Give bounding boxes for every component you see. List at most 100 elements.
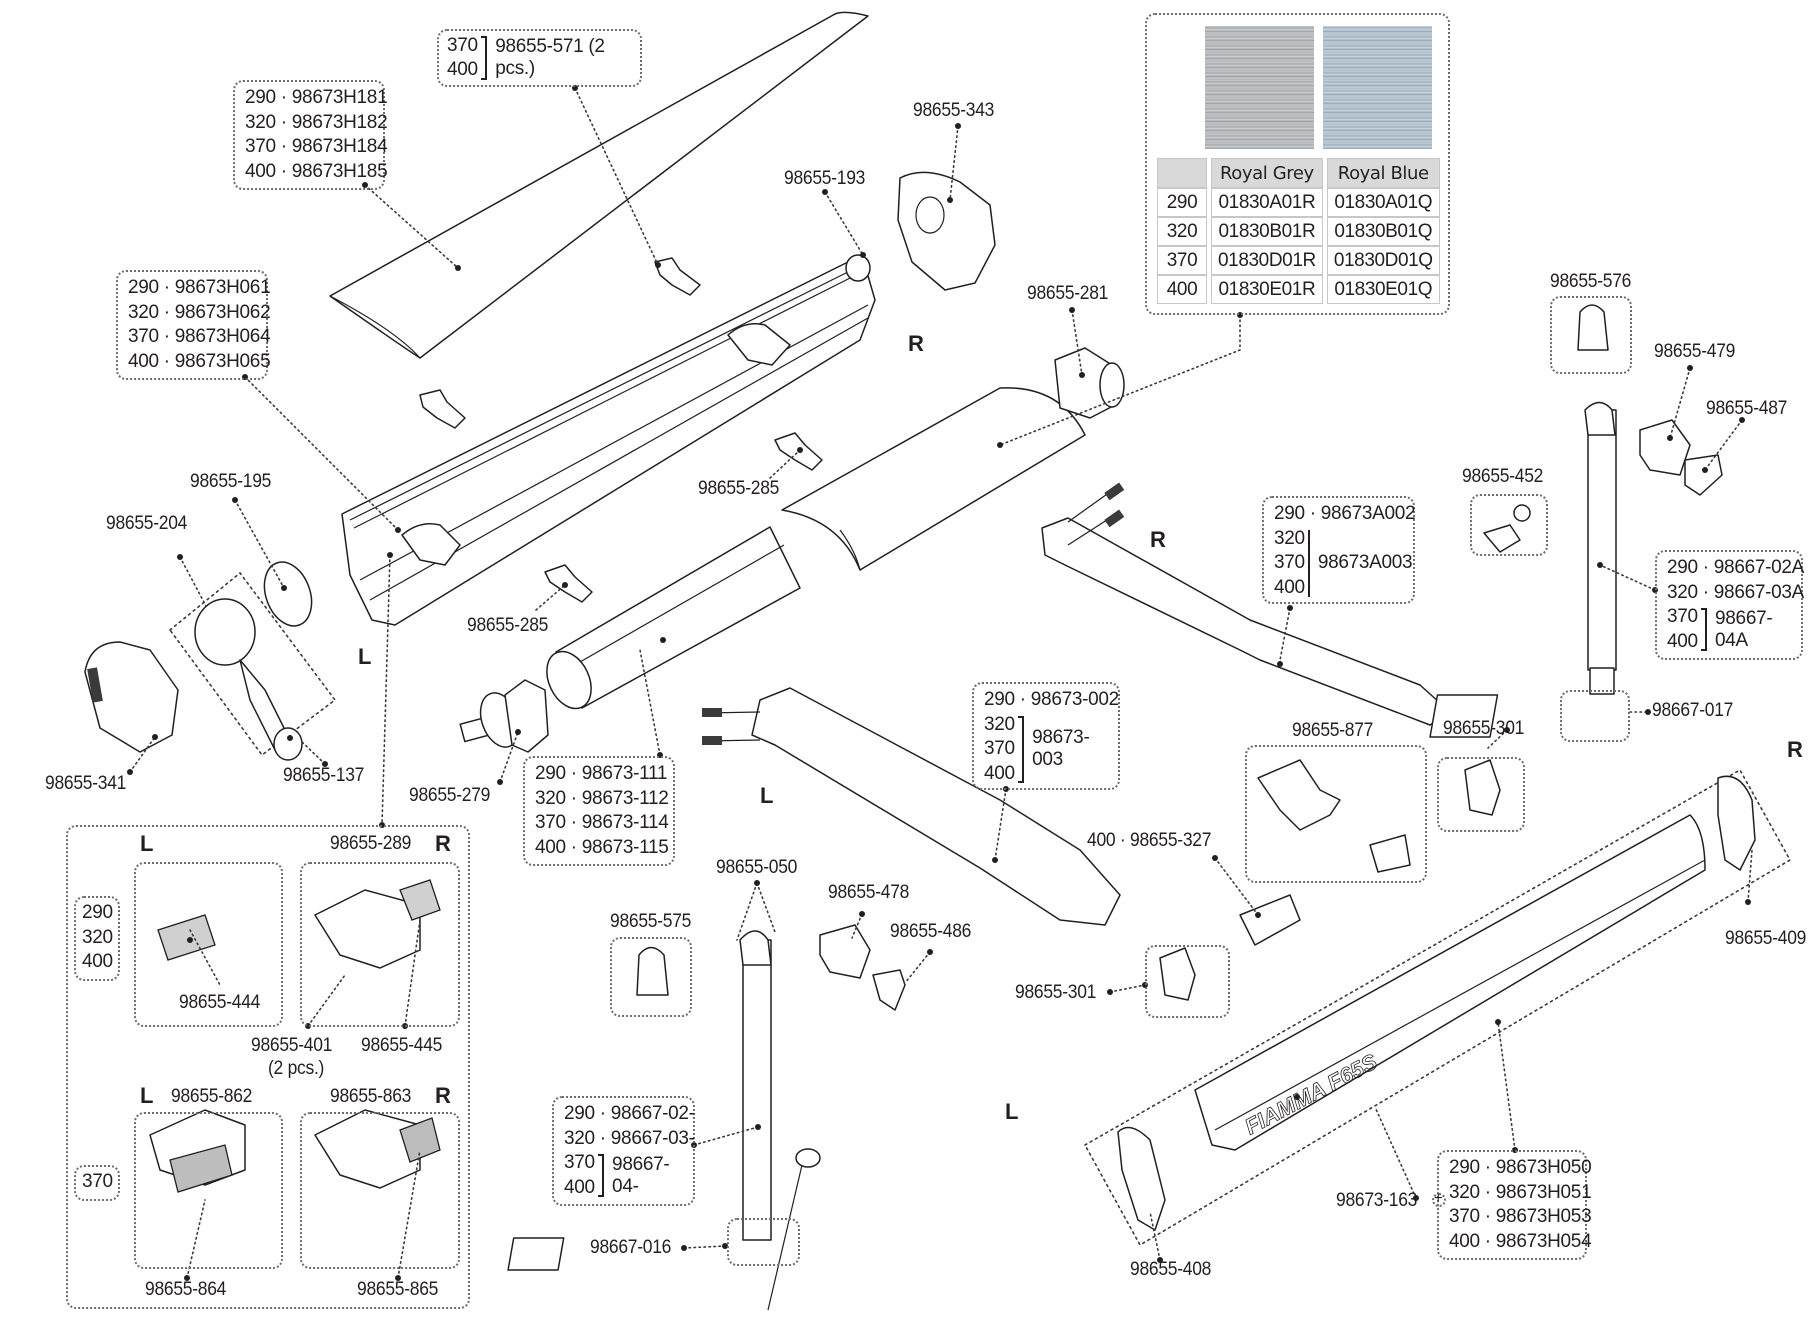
bushing-193-part	[845, 254, 871, 282]
callout-size: 400	[447, 59, 478, 80]
arm-left-part	[702, 687, 1121, 926]
callout-size: 400	[1274, 576, 1305, 598]
part-box-862	[134, 1112, 283, 1269]
bracket-863-part	[314, 1109, 441, 1189]
fabric-part-table: Royal Grey Royal Blue 290 01830A01R 0183…	[1157, 158, 1440, 304]
royal-grey-swatch	[1205, 26, 1314, 149]
label-98655-401-qty: (2 pcs.)	[268, 1058, 325, 1079]
part-box-863	[300, 1112, 460, 1269]
plus-marker	[1432, 1193, 1446, 1207]
part-box-016	[727, 1218, 800, 1266]
bracket-486-part	[872, 969, 906, 1011]
fabric-roll-part	[781, 387, 1086, 571]
callout-code: 98673-003	[1032, 727, 1090, 771]
callout-line: 320 · 98667-03A	[1667, 581, 1805, 603]
callout-size: 400	[1667, 630, 1698, 652]
bracket-571-part	[654, 257, 701, 296]
label-98673-163: 98673-163	[1336, 1190, 1418, 1211]
header-royal-blue: Royal Blue	[1326, 158, 1440, 188]
end-cap-408-part	[1117, 1126, 1166, 1231]
callout-line: 320 · 98673H051	[1449, 1181, 1592, 1203]
callout-line: 370 · 98673H064	[128, 326, 271, 347]
row-grey-code: 01830E01R	[1211, 275, 1323, 304]
label-98655-576: 98655-576	[1550, 271, 1632, 292]
label-98655-050: 98655-050	[716, 857, 798, 878]
size-group-a: 290 320 400	[74, 896, 120, 981]
fabric-colour-panel: Royal Grey Royal Blue 290 01830A01R 0183…	[1145, 13, 1450, 315]
callout-arm-right: 290 · 98673A002 320 370 400 98673A003	[1262, 496, 1416, 604]
row-size: 320	[1157, 217, 1207, 246]
cover-341-part	[84, 641, 179, 753]
bracket-862-part	[149, 1109, 246, 1193]
table-row: 290 01830A01R 01830A01Q	[1157, 188, 1440, 217]
roller-tube-part	[546, 526, 801, 710]
callout-line: 370 · 98673H053	[1449, 1206, 1592, 1227]
side-marker-left: L	[1005, 1099, 1019, 1124]
header-size	[1157, 158, 1207, 188]
size-label: 290	[82, 902, 113, 923]
part-box-575	[610, 937, 692, 1017]
callout-size: 400	[564, 1176, 595, 1198]
label-98667-017: 98667-017	[1652, 700, 1734, 721]
callout-line: 290 · 98673-002	[984, 689, 1119, 710]
part-box-576	[1550, 296, 1632, 374]
table-row: 400 01830E01R 01830E01Q	[1157, 275, 1440, 304]
bracket-575-part	[636, 946, 669, 996]
callout-line: 290 · 98673A002	[1274, 503, 1416, 524]
callout-line: 370 · 98673-114	[535, 812, 669, 833]
callout-line: 290 · 98673H050	[1449, 1157, 1592, 1178]
end-cap-343-part	[897, 171, 996, 291]
callout-size: 320	[984, 713, 1015, 735]
bracket-301b-part	[1159, 947, 1196, 1001]
callout-line: 320 · 98673H062	[128, 301, 271, 323]
bracket-289-part	[314, 879, 441, 969]
table-header-row: Royal Grey Royal Blue	[1157, 158, 1440, 188]
part-box-444: 98655-444	[134, 862, 283, 1027]
callout-size: 370	[447, 34, 478, 56]
row-blue-code: 01830D01Q	[1326, 246, 1440, 275]
label-98667-016: 98667-016	[590, 1237, 672, 1258]
callout-line: 370 · 98673H184	[245, 136, 388, 157]
label-98655-343: 98655-343	[913, 100, 995, 121]
label-98655-204: 98655-204	[106, 513, 188, 534]
callout-line: 290 · 98667-02A	[1667, 557, 1805, 578]
bracket-285b-part	[544, 564, 593, 603]
gear-assembly-204-part	[168, 571, 337, 761]
callout-size: 370	[1274, 552, 1305, 573]
part-box-017	[1560, 690, 1630, 742]
table-row: 320 01830B01R 01830B01Q	[1157, 217, 1440, 246]
label-98655-137: 98655-137	[283, 765, 365, 786]
leg-left-part	[507, 930, 821, 1311]
leg-right-part	[1429, 401, 1617, 738]
callout-code: 98655-571 (2 pcs.)	[495, 36, 605, 79]
callout-size: 400	[984, 762, 1015, 784]
callout-line: 290 · 98673-111	[535, 763, 668, 784]
label-98655-877: 98655-877	[1292, 720, 1374, 741]
side-marker-right: R	[1150, 527, 1166, 552]
callout-code: 98667-04-	[612, 1153, 670, 1197]
knob-452-part	[1483, 524, 1521, 553]
callout-line: 290 · 98673H061	[128, 277, 271, 298]
row-size: 400	[1157, 275, 1207, 304]
side-marker-left: L	[140, 831, 154, 856]
label-98655-408: 98655-408	[1130, 1259, 1212, 1280]
bracket-kit-panel: L 98655-289 R 290 320 400 98655-444 9865…	[66, 825, 470, 1309]
callout-size: 370	[984, 738, 1015, 759]
size-label: 400	[82, 951, 113, 972]
side-marker-right: R	[435, 831, 451, 856]
bracket-576-part	[1577, 304, 1609, 351]
row-grey-code: 01830B01R	[1211, 217, 1323, 246]
callout-code: 98667-04A	[1715, 607, 1773, 651]
callout-size: 320	[1274, 527, 1305, 549]
end-plug-281-part	[1054, 347, 1125, 419]
part-box-452	[1470, 494, 1548, 556]
label-98655-865: 98655-865	[357, 1279, 439, 1300]
hook-877-part	[1257, 759, 1341, 831]
part-box-877	[1245, 745, 1427, 883]
clip-327-part	[1239, 894, 1301, 946]
callout-bracket-571: 370 400 98655-571 (2 pcs.)	[437, 29, 642, 87]
label-98655-452: 98655-452	[1462, 466, 1544, 487]
side-marker-left: L	[760, 783, 774, 808]
label-98655-487: 98655-487	[1706, 398, 1788, 419]
part-box-289	[300, 862, 460, 1027]
